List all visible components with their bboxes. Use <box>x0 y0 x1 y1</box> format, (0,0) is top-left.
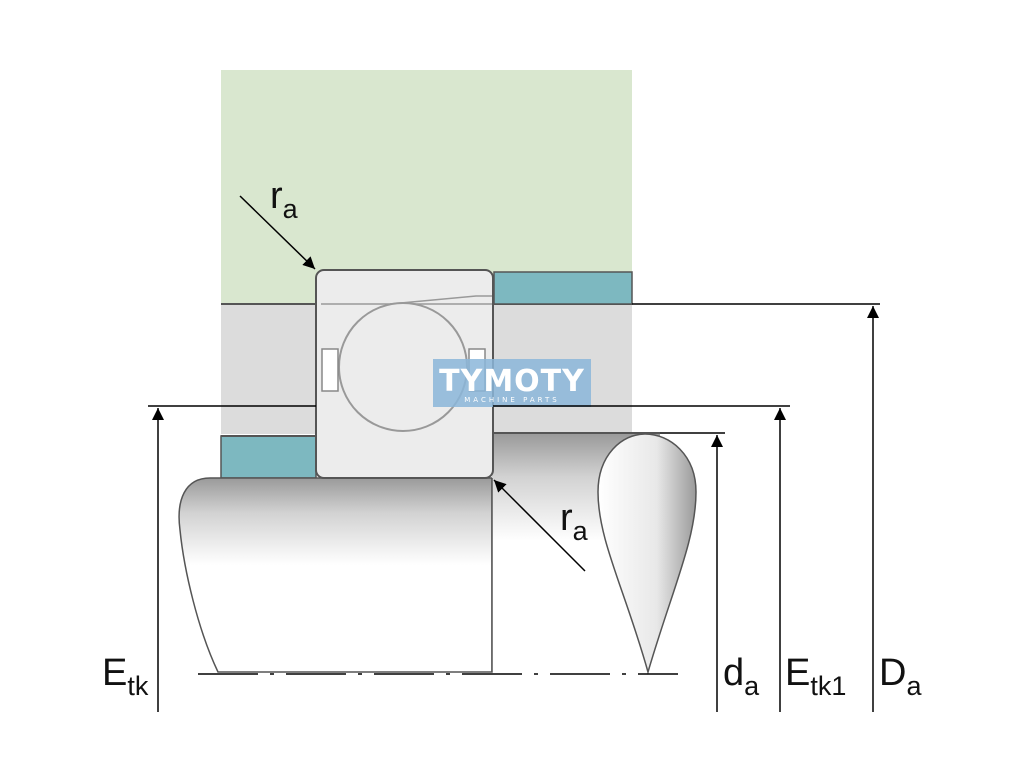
label-Da-sub: a <box>906 671 922 701</box>
label-ra-bottom: ra <box>560 497 589 546</box>
label-ra-bottom-main: r <box>560 497 573 539</box>
watermark-box <box>433 359 591 407</box>
watermark-name: TYMOTY <box>439 364 585 399</box>
label-ra-top: ra <box>270 175 299 224</box>
cage-left <box>321 348 339 392</box>
shaft-left <box>178 477 493 673</box>
outer-spacer-ring <box>493 271 633 305</box>
ra-leader-top <box>239 195 316 270</box>
shaft-cut-section <box>597 433 697 675</box>
label-etk: Etk <box>102 652 149 701</box>
label-da-sub: a <box>744 671 760 701</box>
housing <box>221 70 632 304</box>
watermark-tagline: MACHINE PARTS <box>464 396 559 404</box>
label-etk-main: E <box>102 652 127 694</box>
label-da: da <box>723 652 760 701</box>
watermark: TYMOTY MACHINE PARTS <box>433 359 591 407</box>
ra-leader-bottom <box>493 479 586 572</box>
label-ra-top-main: r <box>270 175 283 217</box>
label-etk-sub: tk <box>127 671 149 701</box>
label-etk1-main: E <box>785 652 810 694</box>
label-Da-main: D <box>879 652 906 694</box>
inner-spacer-ring <box>220 435 317 479</box>
label-etk1-sub: tk1 <box>810 671 846 701</box>
raceway-taper <box>389 295 492 305</box>
label-Da: Da <box>879 652 922 701</box>
label-ra-bottom-sub: a <box>573 516 589 546</box>
label-etk1: Etk1 <box>785 652 846 701</box>
label-da-main: d <box>723 652 744 694</box>
label-ra-top-sub: a <box>283 194 299 224</box>
